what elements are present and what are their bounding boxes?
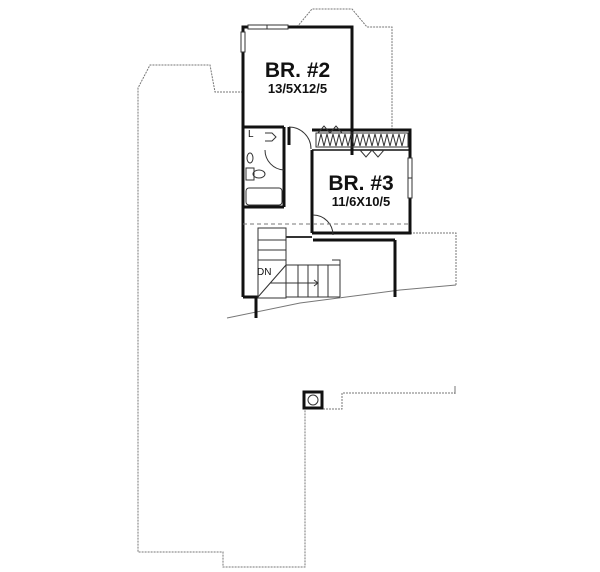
- stair-down-label: DN: [257, 267, 272, 278]
- bath-fixtures: [245, 152, 283, 206]
- closet-hatch: [315, 125, 409, 158]
- outer-outline: [137, 8, 457, 568]
- walls: [241, 25, 412, 318]
- door-swings: [264, 126, 334, 236]
- laundry-label: L: [248, 129, 254, 140]
- stairs: [257, 227, 341, 299]
- room-dims-br2: 13/5X12/5: [267, 81, 328, 96]
- room-name-br2: BR. #2: [264, 59, 331, 82]
- chimney: [302, 390, 324, 410]
- windows: [240, 24, 413, 199]
- room-dims-br3: 11/6X10/5: [331, 194, 391, 209]
- room-name-br3: BR. #3: [328, 172, 394, 195]
